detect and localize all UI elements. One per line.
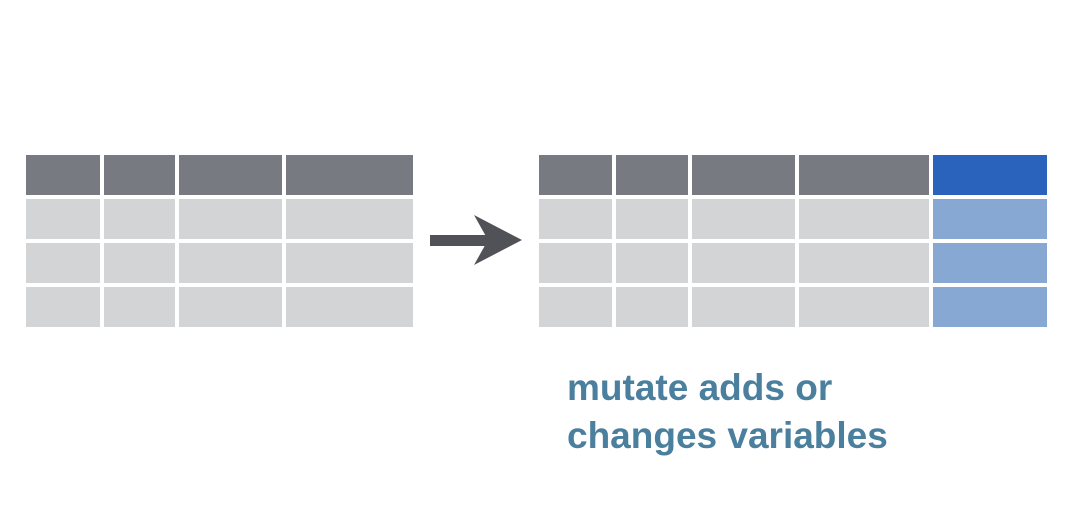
new-column-cell — [933, 287, 1047, 327]
table-cell — [179, 287, 282, 327]
caption-line-2: changes variables — [567, 415, 888, 456]
table-cell — [539, 199, 612, 239]
new-column-header-cell — [933, 155, 1047, 195]
table-cell — [26, 287, 100, 327]
table-cell — [286, 287, 413, 327]
table-cell — [692, 199, 795, 239]
new-column-cell — [933, 243, 1047, 283]
table-cell — [799, 243, 929, 283]
arrow-right-icon — [430, 215, 522, 265]
new-column-cell — [933, 199, 1047, 239]
header-cell — [26, 155, 100, 195]
table-cell — [26, 243, 100, 283]
input-table — [26, 155, 413, 327]
table-cell — [692, 287, 795, 327]
table-cell — [539, 287, 612, 327]
table-cell — [616, 243, 688, 283]
header-cell — [539, 155, 612, 195]
table-cell — [539, 243, 612, 283]
table-cell — [286, 243, 413, 283]
table-cell — [616, 199, 688, 239]
table-cell — [179, 199, 282, 239]
table-cell — [104, 243, 175, 283]
header-cell — [799, 155, 929, 195]
header-cell — [286, 155, 413, 195]
table-cell — [179, 243, 282, 283]
header-cell — [616, 155, 688, 195]
table-cell — [286, 199, 413, 239]
table-cell — [26, 199, 100, 239]
header-cell — [179, 155, 282, 195]
header-cell — [692, 155, 795, 195]
output-table — [539, 155, 1047, 327]
table-cell — [616, 287, 688, 327]
header-cell — [104, 155, 175, 195]
table-cell — [799, 287, 929, 327]
table-cell — [104, 199, 175, 239]
table-cell — [692, 243, 795, 283]
caption: mutate adds or changes variables — [567, 364, 888, 460]
caption-line-1: mutate adds or — [567, 367, 833, 408]
table-cell — [799, 199, 929, 239]
table-cell — [104, 287, 175, 327]
